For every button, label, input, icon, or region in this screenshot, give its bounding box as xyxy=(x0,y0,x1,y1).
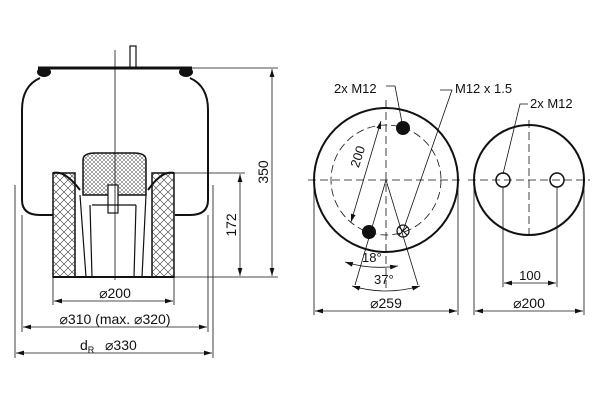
side-view: 350 172 ⌀200 ⌀310 (max. ⌀320) dR ⌀330 xyxy=(14,45,278,358)
dim-100: 100 xyxy=(519,268,541,283)
piston-left-wall xyxy=(52,172,76,278)
top-plate-view: 2x M12 M12 x 1.5 200 18° 37° ⌀259 xyxy=(308,81,512,315)
centerlines xyxy=(468,120,590,240)
label-2x-m12: 2x M12 xyxy=(334,81,377,96)
leader-lines xyxy=(386,85,453,232)
dim-dr-label: dR xyxy=(80,337,95,355)
angle-18: 18° xyxy=(362,250,382,265)
dim-line-bolt-spacing xyxy=(350,120,382,223)
leader-extension-lines xyxy=(473,103,585,315)
dim-330: ⌀330 xyxy=(105,337,137,353)
bead-right xyxy=(179,67,193,77)
piston-right-wall xyxy=(151,172,175,278)
angle-37: 37° xyxy=(374,272,394,287)
bellow-roll xyxy=(52,171,175,191)
dim-200: ⌀200 xyxy=(513,295,545,311)
angle-arc-18 xyxy=(344,261,399,270)
bellow-left xyxy=(21,77,53,216)
bump-stop xyxy=(82,152,147,196)
bolt xyxy=(107,184,119,214)
piston-bottom-view: 2x M12 100 ⌀200 xyxy=(468,96,590,315)
extension-lines-259 xyxy=(313,180,459,315)
angle-arc-37 xyxy=(351,285,421,292)
label-m12x1-5: M12 x 1.5 xyxy=(455,81,512,96)
centerlines xyxy=(308,100,462,290)
bead-left xyxy=(37,67,51,77)
bellow-right xyxy=(175,77,209,216)
dim-172: 172 xyxy=(223,213,239,237)
dim-bolt-spacing-200: 200 xyxy=(347,144,368,169)
dim-259: ⌀259 xyxy=(370,295,402,311)
piston-inner xyxy=(79,194,147,278)
dim-350: 350 xyxy=(255,160,271,184)
extension-lines xyxy=(14,67,278,358)
label-2x-m12: 2x M12 xyxy=(530,96,573,111)
dim-200: ⌀200 xyxy=(99,285,131,301)
dim-310: ⌀310 (max. ⌀320) xyxy=(59,311,170,327)
stud xyxy=(129,45,137,69)
bolt-hole-bottom xyxy=(362,225,376,239)
